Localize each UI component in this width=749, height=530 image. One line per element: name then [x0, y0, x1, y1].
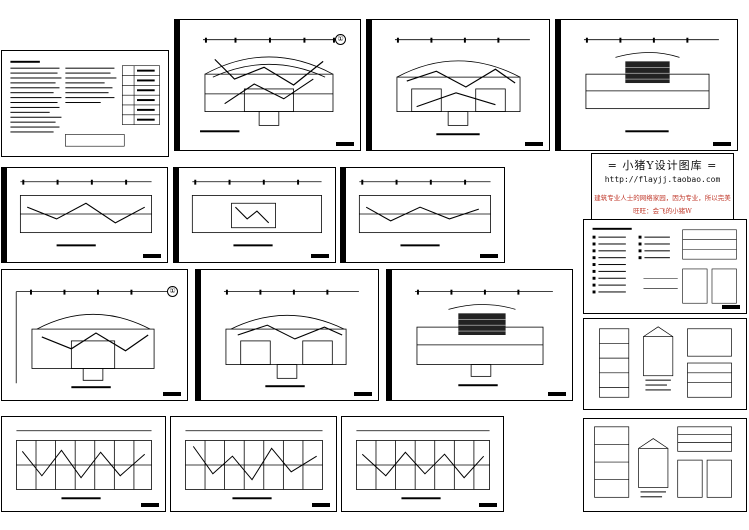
plan-4 [1, 167, 168, 263]
notes-sheet [1, 50, 169, 157]
plan-5 [173, 167, 336, 263]
plan-12 [341, 416, 504, 512]
plan-drawing [191, 179, 322, 247]
title-block [163, 392, 181, 396]
watermark-contact: 旺旺：会飞的小猪W [633, 207, 692, 215]
plan-drawing [583, 37, 719, 133]
title-block [525, 142, 543, 146]
notes-drawing [10, 60, 160, 147]
plan-9 [386, 269, 573, 401]
watermark-stamp: = 小猪Y设计图库 = http://flayjj.taobao.com 建筑专… [591, 153, 734, 221]
plan-2 [366, 19, 550, 151]
title-block [479, 503, 497, 507]
plan-drawing [15, 289, 172, 389]
detail-drawing [599, 326, 732, 398]
plan-drawing [358, 179, 491, 247]
sheet-edge [175, 20, 180, 150]
plan-drawing [223, 289, 359, 388]
legend-drawing [592, 227, 737, 304]
plan-3 [555, 19, 738, 151]
sheet-edge [341, 168, 346, 262]
detail-drawing [594, 426, 732, 498]
plan-8 [195, 269, 379, 401]
legend-sheet [583, 219, 747, 314]
title-block [311, 254, 329, 258]
plan-drawing [394, 37, 530, 136]
detail-sheet-1 [583, 318, 747, 410]
title-block [722, 305, 740, 309]
section-marker: ① [335, 34, 346, 45]
sheet-edge [196, 270, 201, 400]
plan-drawing [200, 37, 341, 133]
watermark-title: = 小猪Y设计图库 = [607, 159, 718, 172]
title-block [713, 142, 731, 146]
title-block [141, 503, 159, 507]
plan-10 [1, 416, 166, 512]
title-block [312, 503, 330, 507]
sheet-edge [556, 20, 561, 150]
title-block [354, 392, 372, 396]
plan-drawing [19, 179, 152, 247]
plan-6 [340, 167, 505, 263]
watermark-slogan: 建筑专业人士的网络家园，因为专业，所以完美 [594, 194, 731, 202]
plan-7: ① [1, 269, 188, 401]
sheet-edge [387, 270, 392, 400]
section-marker: ① [167, 286, 178, 297]
sheet-edge [367, 20, 372, 150]
title-block [336, 142, 354, 146]
plan-drawing [16, 430, 152, 500]
plan-11 [170, 416, 337, 512]
plan-drawing [185, 430, 323, 500]
detail-sheet-2 [583, 418, 747, 512]
title-block [143, 254, 161, 258]
sheet-edge [2, 168, 7, 262]
title-block [548, 392, 566, 396]
sheet-edge [174, 168, 179, 262]
watermark-url: http://flayjj.taobao.com [604, 175, 721, 184]
plan-drawing [356, 430, 490, 500]
plan-drawing [414, 289, 553, 387]
plan-1: ① [174, 19, 361, 151]
title-block [480, 254, 498, 258]
